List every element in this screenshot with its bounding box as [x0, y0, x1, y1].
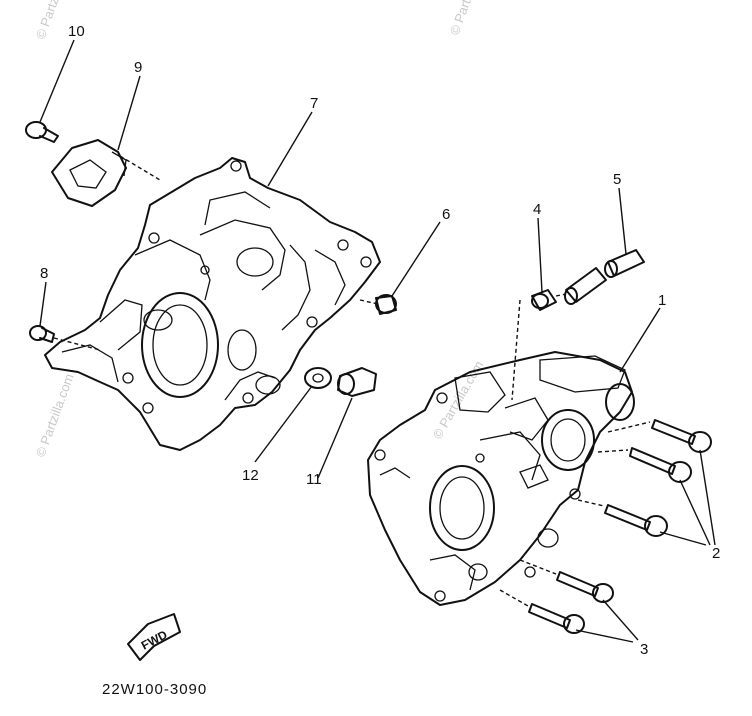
- callout-5: 5: [613, 171, 621, 188]
- callout-8: 8: [40, 265, 48, 282]
- right-crankcase-half: [367, 351, 635, 606]
- callout-1: 1: [658, 292, 666, 309]
- callout-12: 12: [242, 467, 259, 484]
- forward-direction-arrow-icon: FWD: [127, 613, 181, 661]
- diagram-code: 22W100-3090: [102, 681, 207, 698]
- bolt-set-part-2: [604, 419, 712, 537]
- fwd-label: FWD: [139, 627, 170, 652]
- dowel-pin-part-8: [29, 325, 55, 343]
- drain-bolt-part-11: [337, 367, 377, 397]
- callout-11: 11: [306, 471, 322, 488]
- callout-3: 3: [640, 641, 648, 658]
- callout-10: 10: [68, 23, 85, 40]
- callout-6: 6: [442, 206, 450, 223]
- watermark-top-center: © Partzilla.com: [447, 0, 491, 37]
- watermark-left: © Partzilla.com: [33, 372, 77, 459]
- callout-7: 7: [310, 95, 318, 112]
- callout-4: 4: [533, 201, 541, 218]
- callout-2: 2: [712, 545, 720, 562]
- screw-part-10: [25, 121, 59, 143]
- fitting-part-4: [531, 289, 557, 311]
- dowel-pin-part-6: [375, 294, 397, 315]
- washer-part-12: [304, 367, 332, 389]
- cover-plate-part-9: [51, 139, 127, 207]
- leader-lines: [39, 39, 716, 643]
- pipe-part-5: [564, 249, 645, 305]
- left-crankcase-half: [44, 157, 381, 451]
- bolt-set-part-3: [528, 571, 614, 634]
- callout-9: 9: [134, 59, 142, 76]
